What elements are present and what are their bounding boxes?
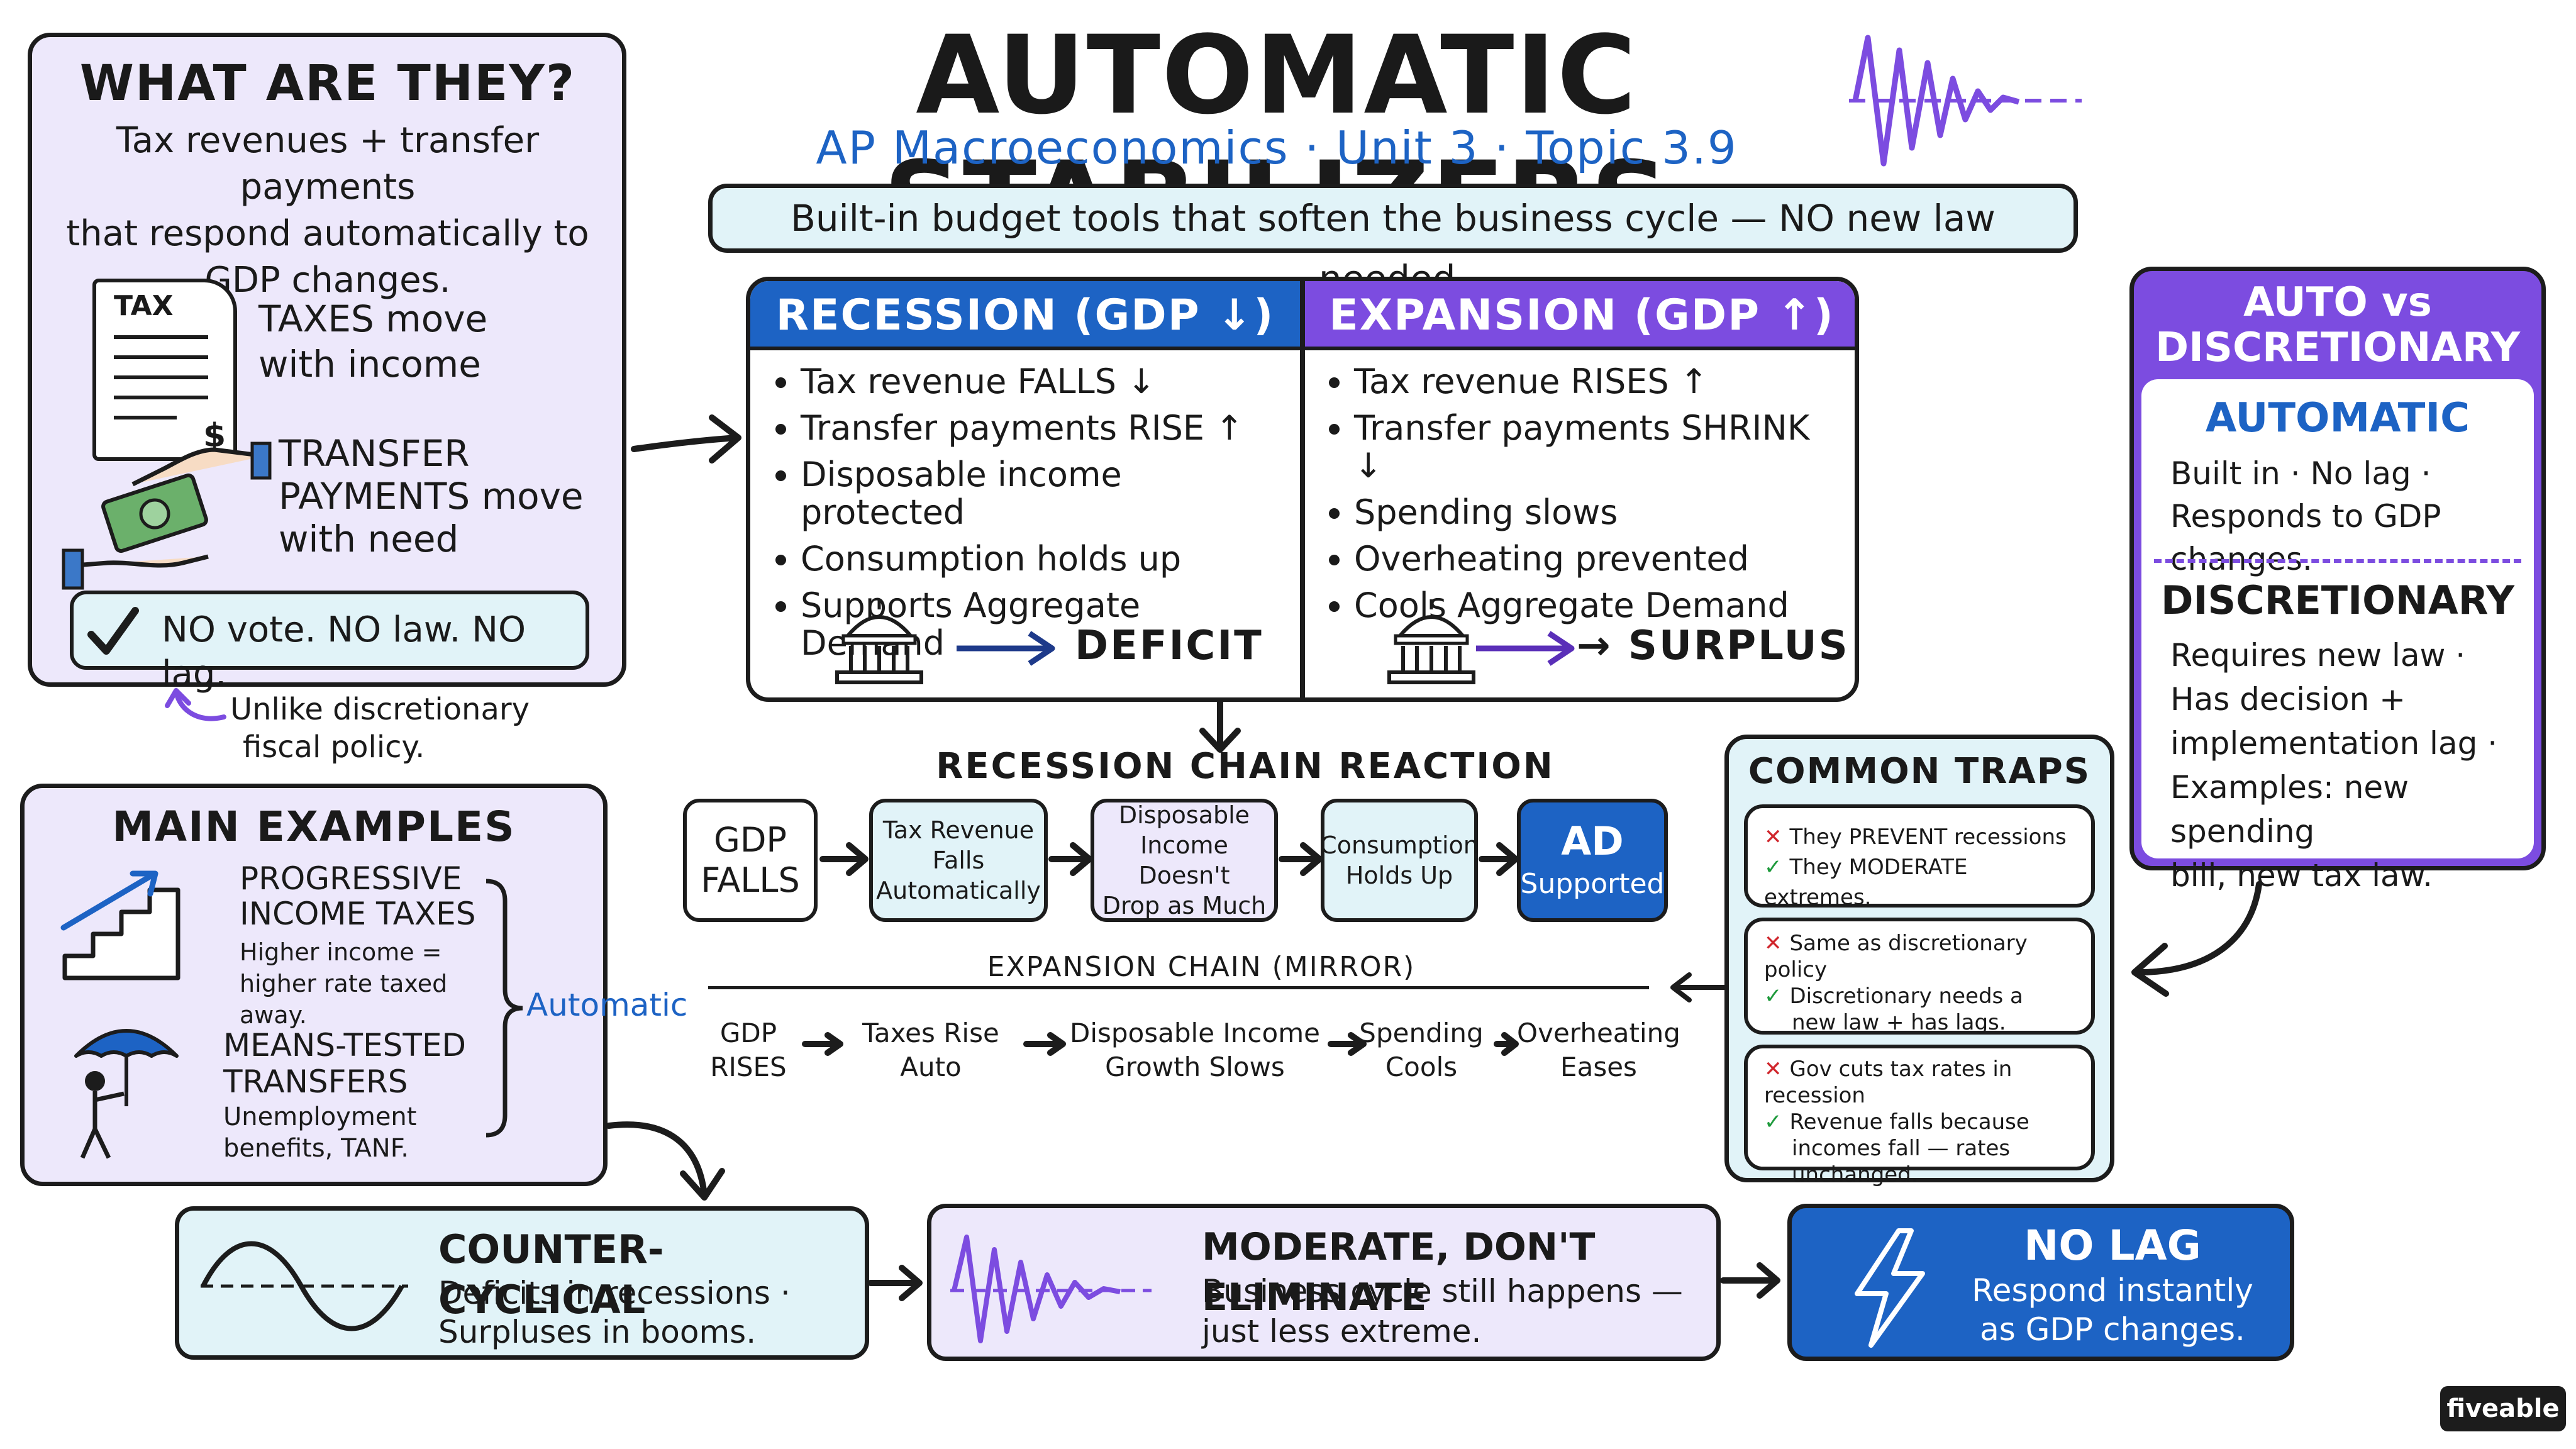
chain-title: RECESSION CHAIN REACTION: [936, 746, 1555, 787]
what-heading: WHAT ARE THEY?: [79, 55, 576, 112]
recession-bullet: Consumption holds up: [801, 540, 1292, 578]
arrow-counter-to-moderate: [867, 1265, 923, 1301]
mirror-title: EXPANSION CHAIN (MIRROR): [987, 951, 1416, 983]
discretionary-text: Requires new law · Has decision + implem…: [2170, 637, 2498, 894]
check-icon: ✓: [1764, 984, 1782, 1009]
no-lag-title: NO LAG: [2024, 1221, 2201, 1270]
tax-form-icon: TAX $: [92, 279, 237, 461]
recession-expansion-panel: RECESSION (GDP ↓) EXPANSION (GDP ↑) Tax …: [746, 277, 1859, 702]
recession-bullet: Tax revenue FALLS ↓: [801, 363, 1292, 401]
expansion-bullet: Transfer payments SHRINK ↓: [1354, 409, 1846, 485]
arrow-to-recession: [631, 414, 741, 464]
damped-wave-icon: [950, 1235, 1152, 1343]
capitol-icon: [835, 599, 923, 684]
counter-cyclical-text: Deficits in recessions · Surpluses in bo…: [438, 1275, 791, 1350]
recession-bullet: Disposable income protected: [801, 456, 1292, 531]
arrow-moderate-to-nolag: [1720, 1262, 1780, 1299]
deficit-label: DEFICIT: [1075, 623, 1263, 669]
expansion-bullet: Tax revenue RISES ↑: [1354, 363, 1846, 401]
counter-cyclical-title: COUNTER-CYCLICAL: [438, 1226, 664, 1323]
expansion-bullet: Overheating prevented: [1354, 540, 1846, 578]
counter-cyclical-panel: COUNTER-CYCLICAL Deficits in recessions …: [175, 1206, 869, 1360]
expansion-header: EXPANSION (GDP ↑): [1305, 281, 1855, 350]
means-tested-title: MEANS-TESTED TRANSFERS: [223, 1027, 467, 1100]
mirror-line: [708, 986, 1649, 989]
brand-logo: fiveable: [2440, 1386, 2566, 1431]
no-vote-text: NO vote. NO law. NO lag.: [162, 609, 526, 694]
mirror-arrows: [802, 1032, 1519, 1056]
trap-item: ✕Same as discretionary policy ✓Discretio…: [1744, 918, 2095, 1035]
mirror-return-arrow: [1670, 972, 1727, 1002]
discretionary-title: DISCRETIONARY: [2161, 577, 2514, 623]
progressive-text: Higher income = higher rate taxed away.: [240, 938, 448, 1029]
brand-logo-text: fiveable: [2446, 1394, 2560, 1423]
cross-icon: ✕: [1764, 1057, 1782, 1082]
cross-icon: ✕: [1764, 824, 1782, 850]
automatic-title: AUTOMATIC: [2205, 395, 2470, 441]
surplus-arrow: [1476, 631, 1575, 666]
recession-header: RECESSION (GDP ↓): [750, 281, 1300, 350]
trap-item: ✕Gov cuts tax rates in recession ✓Revenu…: [1744, 1045, 2095, 1187]
no-lag-text: Respond instantly as GDP changes.: [1972, 1272, 2253, 1348]
expansion-bullet: Spending slows: [1354, 494, 1846, 531]
main-examples-panel: MAIN EXAMPLES PROGRESSIVE INCOME TAXES H…: [20, 784, 687, 1186]
check-icon: ✓: [1764, 1109, 1782, 1135]
wave-icon: [1849, 35, 2082, 167]
stairs-arrow-icon: [60, 870, 180, 980]
expansion-bullets: Tax revenue RISES ↑ Transfer payments SH…: [1318, 363, 1846, 633]
what-are-they-panel: WHAT ARE THEY? Tax revenues + transfer p…: [28, 33, 626, 694]
moderate-text: Business cycle still happens — just less…: [1202, 1273, 1683, 1350]
trap-item: ✕They PREVENT recessions ✓They MODERATE …: [1744, 804, 2095, 910]
brace-label: Automatic: [526, 987, 688, 1023]
what-description: Tax revenues + transfer payments that re…: [66, 120, 589, 301]
common-traps-panel: COMMON TRAPS ⚠ ✕They PREVENT recessions …: [1724, 735, 2114, 1187]
recession-bullet: Transfer payments RISE ↑: [801, 409, 1292, 447]
unlike-discretionary-note: Unlike discretionary fiscal policy.: [230, 692, 530, 765]
check-icon: ✓: [1764, 855, 1782, 880]
no-lag-panel: NO LAG Respond instantly as GDP changes.: [1787, 1204, 2294, 1361]
progressive-title: PROGRESSIVE INCOME TAXES: [240, 860, 476, 932]
purple-curve-arrow: [165, 688, 226, 721]
auto-vs-discretionary-panel: AUTO vs DISCRETIONARY AUTOMATIC Built in…: [2129, 267, 2546, 894]
examples-heading: MAIN EXAMPLES: [112, 802, 516, 851]
check-icon: [87, 607, 139, 655]
sine-wave-icon: [201, 1241, 408, 1331]
chain-arrows: [819, 842, 1519, 876]
transfer-payments-text: TRANSFER PAYMENTS move with need: [279, 432, 584, 560]
auto-vs-body: AUTOMATIC Built in · No lag · Responds t…: [2141, 379, 2534, 894]
cross-icon: ✕: [1764, 931, 1782, 956]
subtitle: AP Macroeconomics · Unit 3 · Topic 3.9: [816, 121, 1738, 174]
summary-banner: Built-in budget tools that soften the bu…: [708, 184, 2078, 300]
taxes-move-text: TAXES move with income: [258, 297, 488, 386]
automatic-text: Built in · No lag · Responds to GDP chan…: [2170, 455, 2441, 577]
moderate-title: MODERATE, DON'T ELIMINATE: [1202, 1225, 1596, 1319]
brace-icon: [486, 879, 523, 1138]
recession-bullets: Tax revenue FALLS ↓ Transfer payments RI…: [764, 363, 1292, 671]
umbrella-person-icon: [74, 1029, 179, 1159]
arrow-to-bottom: [606, 1121, 725, 1201]
moderate-panel: MODERATE, DON'T ELIMINATE Business cycle…: [927, 1204, 1721, 1361]
deficit-arrow: [957, 631, 1055, 666]
money-hands-icon: [62, 441, 272, 590]
means-tested-text: Unemployment benefits, TANF.: [223, 1102, 417, 1163]
arrow-to-chain: [1199, 699, 1241, 753]
arrow-to-traps: [2131, 881, 2262, 997]
tax-form-label: TAX: [114, 290, 174, 322]
capitol-icon: [1387, 599, 1475, 684]
no-vote-box: NO vote. NO law. NO lag.: [70, 591, 589, 694]
surplus-label: → SURPLUS: [1577, 623, 1850, 669]
auto-vs-header: AUTO vs DISCRETIONARY: [2155, 279, 2521, 371]
lightning-icon: [1855, 1228, 1925, 1348]
